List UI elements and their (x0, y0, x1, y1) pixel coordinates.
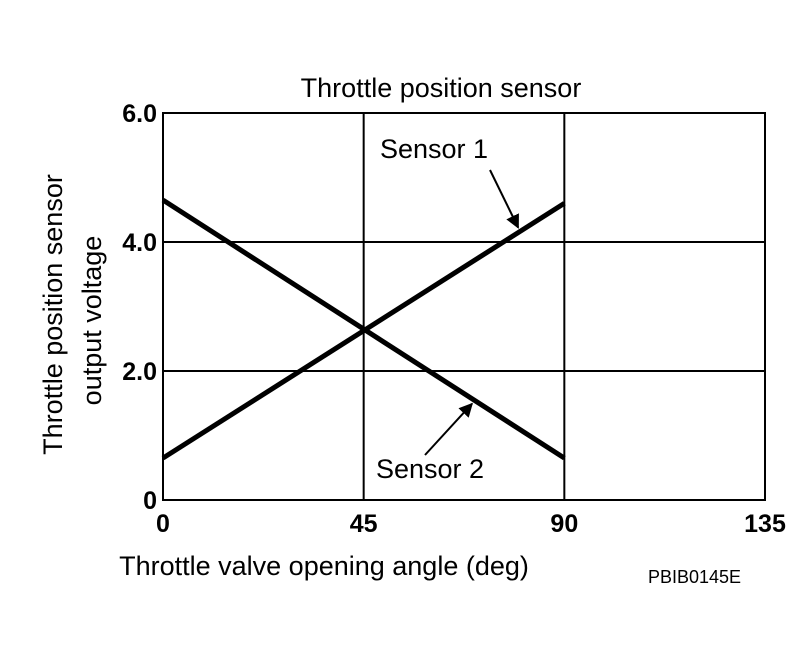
chart-title: Throttle position sensor (301, 73, 582, 103)
x-tick-label-3: 135 (744, 510, 786, 538)
y-tick-label-3: 6.0 (122, 100, 157, 128)
x-tick-label-1: 45 (350, 510, 378, 538)
series-line-2 (161, 197, 566, 461)
annotation-layer: Sensor 1 Sensor 2 (376, 134, 520, 484)
plot-frame (162, 112, 766, 501)
y-tick-label-0: 0 (143, 487, 157, 515)
y-axis-label-line-2: output voltage (77, 236, 107, 406)
y-axis-label: Throttle position sensor output voltage (38, 174, 107, 455)
y-axis-label-line-1: Throttle position sensor (38, 174, 68, 455)
x-axis-label: Throttle valve opening angle (deg) (119, 551, 529, 581)
y-tick-label-2: 4.0 (122, 229, 157, 257)
figure-code: PBIB0145E (648, 567, 741, 587)
x-tick-labels: 0 45 90 135 (156, 510, 786, 538)
sensor-1-arrow (489, 169, 520, 229)
x-tick-label-2: 90 (550, 510, 578, 538)
sensor-1-label: Sensor 1 (380, 134, 488, 164)
y-tick-label-1: 2.0 (122, 358, 157, 386)
grid-layer (162, 112, 766, 501)
sensor-2-label: Sensor 2 (376, 454, 484, 484)
sensor-2-arrow (424, 402, 473, 456)
y-tick-labels: 0 2.0 4.0 6.0 (122, 100, 157, 515)
series-layer (161, 197, 566, 461)
x-tick-label-0: 0 (156, 510, 170, 538)
